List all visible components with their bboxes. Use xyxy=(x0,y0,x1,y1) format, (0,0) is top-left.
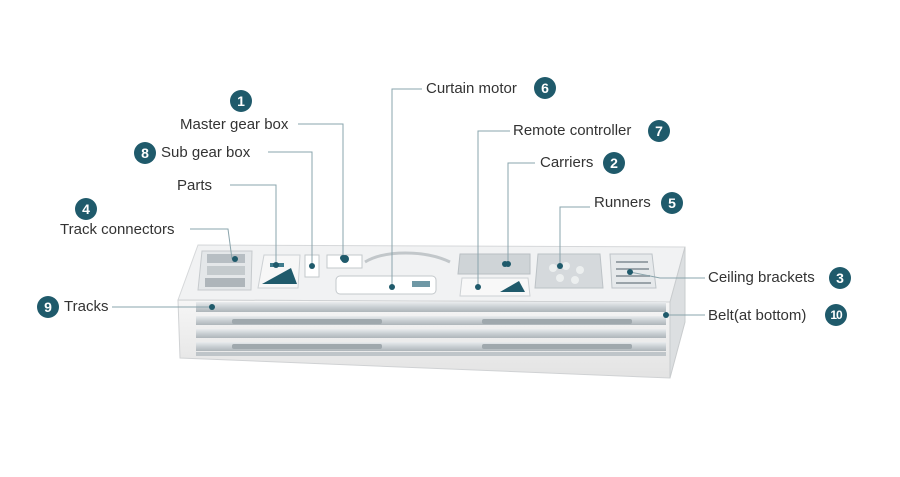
curtain-motor-unit xyxy=(335,251,451,295)
label-master-gear-box: Master gear box xyxy=(180,116,289,133)
label-track-connectors: Track connectors xyxy=(60,221,175,238)
callout-badge-5: 5 xyxy=(661,192,683,214)
leader-track-connectors xyxy=(190,228,233,260)
runners-tray xyxy=(534,253,604,289)
callout-badge-6: 6 xyxy=(534,77,556,99)
callout-badge-10: 10 xyxy=(825,304,847,326)
box-right-face xyxy=(669,246,686,379)
callout-badge-9: 9 xyxy=(37,296,59,318)
leader-lines xyxy=(112,88,705,316)
label-carriers: Carriers xyxy=(540,154,594,171)
callout-badge-8: 8 xyxy=(134,142,156,164)
callout-badge-7: 7 xyxy=(648,120,670,142)
ceiling-brackets-tray xyxy=(609,253,657,289)
leader-master-gear-box xyxy=(298,123,344,257)
callout-badge-2: 2 xyxy=(603,152,625,174)
label-runners: Runners xyxy=(594,194,651,211)
carriers-tray xyxy=(457,253,531,275)
label-parts: Parts xyxy=(177,177,213,194)
callout-badge-3: 3 xyxy=(829,267,851,289)
callout-badge-4: 4 xyxy=(75,198,97,220)
track-connectors-tray xyxy=(197,250,253,291)
leader-remote-controller xyxy=(477,130,510,287)
leader-sub-gear-box xyxy=(268,151,313,266)
leader-parts xyxy=(230,184,277,265)
label-belt-at-bottom: Belt(at bottom) xyxy=(708,307,807,324)
leader-carriers xyxy=(507,162,535,263)
label-tracks: Tracks xyxy=(64,298,109,315)
remote-controller-bag xyxy=(459,277,531,297)
leader-runners xyxy=(559,206,590,266)
leader-curtain-motor xyxy=(391,88,422,287)
label-ceiling-brackets: Ceiling brackets xyxy=(708,269,815,286)
label-curtain-motor: Curtain motor xyxy=(426,80,517,97)
callout-badge-1: 1 xyxy=(230,90,252,112)
label-sub-gear-box: Sub gear box xyxy=(161,144,251,161)
parts-bag xyxy=(257,254,301,289)
label-remote-controller: Remote controller xyxy=(513,122,632,139)
tracks xyxy=(196,302,666,356)
leader-dots xyxy=(209,255,669,318)
leader-ceiling-brackets xyxy=(629,271,705,279)
